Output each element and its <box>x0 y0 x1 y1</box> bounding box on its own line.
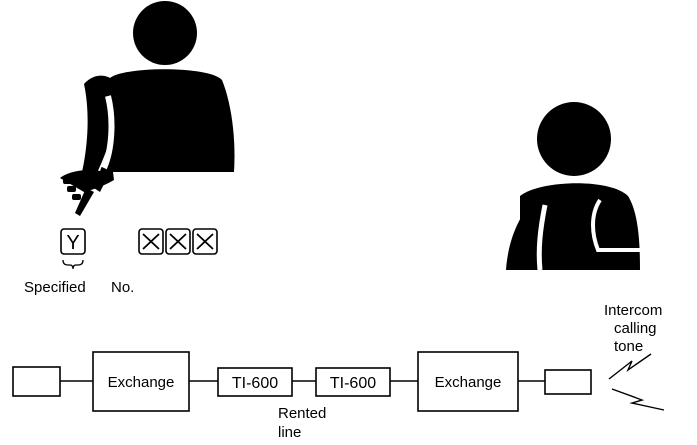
specified-label: Specified <box>24 279 86 296</box>
key-y: Y <box>60 228 86 255</box>
key-x-3 <box>192 228 218 255</box>
ringing-signal-icon <box>608 353 665 411</box>
svg-text:Exchange: Exchange <box>108 374 175 391</box>
ti600-left: TI-600 <box>217 367 293 397</box>
intercom-tone-label: Intercom calling tone <box>604 302 667 355</box>
person-receiving-icon <box>506 102 640 270</box>
key-x-2 <box>165 228 191 255</box>
no-label: No. <box>111 279 134 296</box>
telephone-left <box>12 366 61 397</box>
rented-line-label: Rented line <box>278 405 331 441</box>
telephone-icon <box>544 369 592 395</box>
svg-text:TI-600: TI-600 <box>330 375 376 392</box>
ti600-right: TI-600 <box>315 367 391 397</box>
svg-text:Exchange: Exchange <box>435 374 502 391</box>
person-dialing-icon <box>60 1 235 216</box>
key-x-1 <box>138 228 164 255</box>
svg-text:Y: Y <box>66 232 79 254</box>
brace <box>62 259 84 270</box>
exchange-right: Exchange <box>417 351 519 412</box>
svg-text:TI-600: TI-600 <box>232 375 278 392</box>
exchange-left: Exchange <box>92 351 190 412</box>
